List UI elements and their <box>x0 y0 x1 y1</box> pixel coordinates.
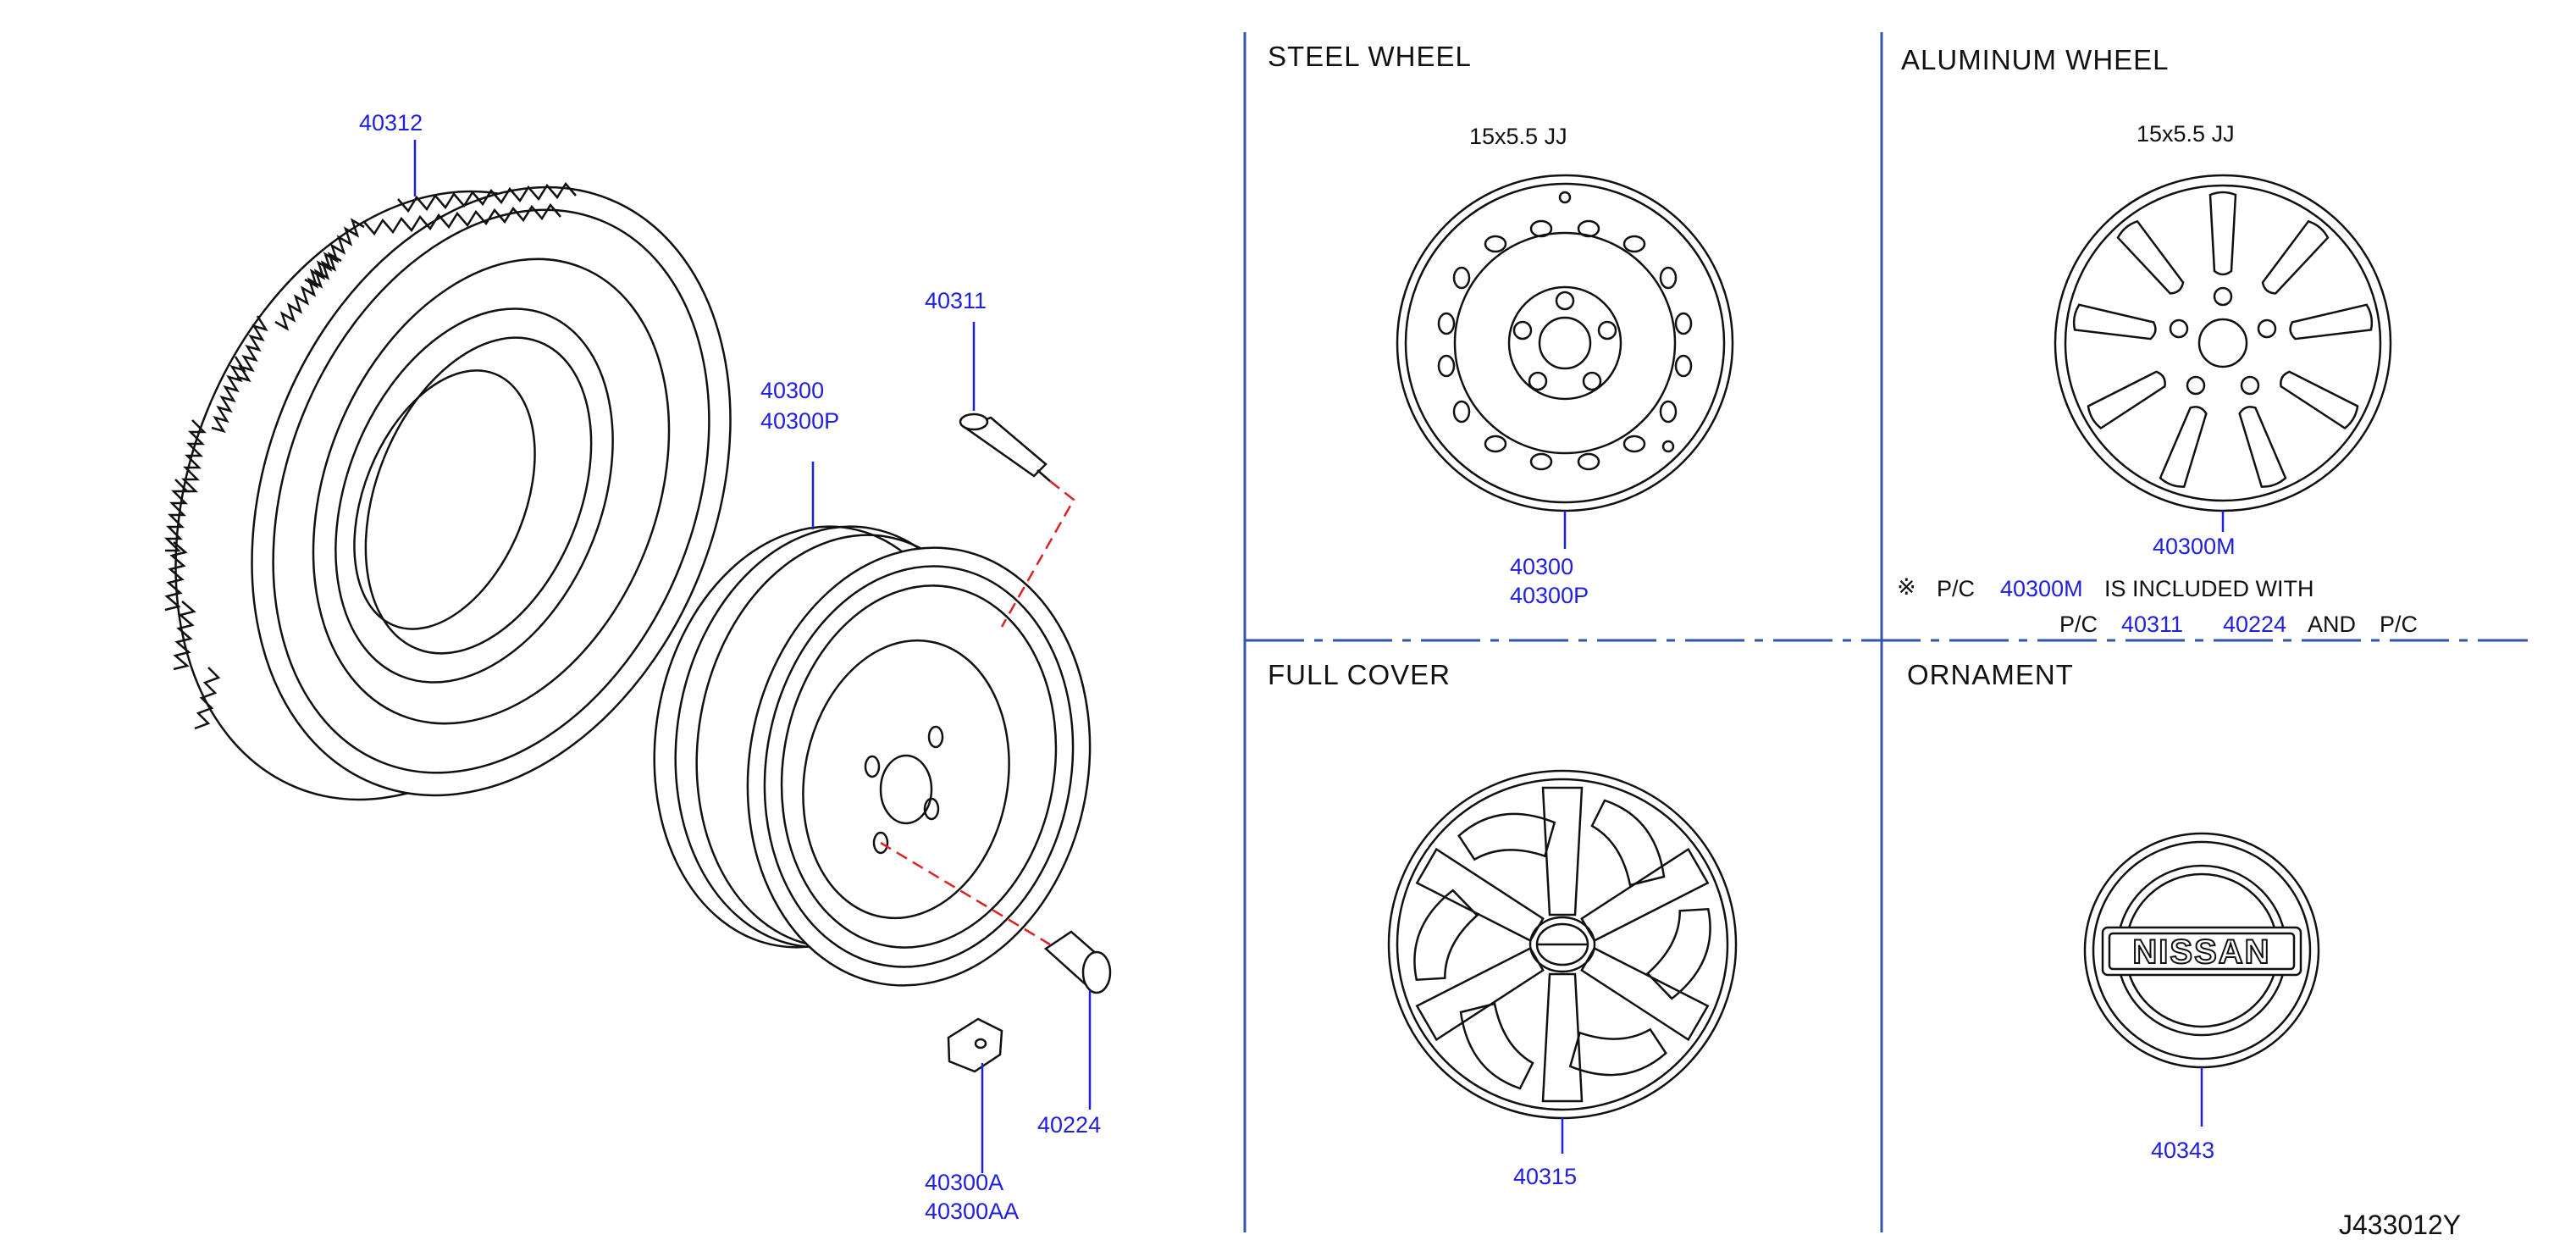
callout-tire: 40312 <box>359 110 423 136</box>
callout-full-cover: 40315 <box>1513 1164 1578 1189</box>
callout-aluminum-wheel: 40300M <box>2153 534 2236 559</box>
note-line2-valve: 40311 <box>2121 612 2184 637</box>
valve-stem-drawing <box>959 413 1051 482</box>
note-line1-rest: IS INCLUDED WITH <box>2104 576 2314 601</box>
callout-nut: 40224 <box>1037 1112 1102 1138</box>
steel-wheel-drawing <box>1396 174 1734 512</box>
steel-wheel-size: 15x5.5 JJ <box>1469 124 1567 149</box>
full-cover-drawing <box>1387 769 1738 1120</box>
note-line2-and: AND <box>2308 612 2357 637</box>
aluminum-wheel-size: 15x5.5 JJ <box>2137 121 2235 147</box>
aluminum-wheel-drawing <box>2054 174 2392 512</box>
callout-valve: 40311 <box>925 288 987 313</box>
section-title-steel-wheel: STEEL WHEEL <box>1268 41 1472 72</box>
section-title-full-cover: FULL COVER <box>1268 659 1451 690</box>
wheel-nut-drawing <box>1043 930 1112 994</box>
ornament-logo-text: NISSAN <box>2132 933 2270 971</box>
wheel-drawing <box>653 525 1092 987</box>
balance-weight-drawing <box>947 1017 1003 1073</box>
note-mark: ※ <box>1897 574 1916 600</box>
callout-steel-wheel-a: 40300 <box>1510 554 1574 579</box>
tire-drawing <box>163 181 732 801</box>
panel-dividers <box>1243 32 2528 1232</box>
note-line2-pc-a: P/C <box>2059 612 2098 637</box>
callout-weight-a: 40300A <box>925 1170 1004 1195</box>
callout-wheel-a: 40300 <box>760 378 825 403</box>
callout-steel-wheel-b: 40300P <box>1510 583 1589 608</box>
callout-ornament: 40343 <box>2151 1138 2215 1163</box>
callout-wheel-b: 40300P <box>760 408 840 434</box>
diagram-code: J433012Y <box>2339 1210 2462 1240</box>
note-pc-number: 40300M <box>2000 576 2083 601</box>
section-title-aluminum-wheel: ALUMINUM WHEEL <box>1901 44 2170 75</box>
note-line2-pc-b: P/C <box>2380 612 2418 637</box>
ornament-drawing <box>2083 832 2320 1069</box>
callout-weight-b: 40300AA <box>925 1199 1020 1224</box>
note-line2-nut: 40224 <box>2223 612 2287 637</box>
note-pc-label: P/C <box>1937 576 1976 601</box>
section-title-ornament: ORNAMENT <box>1907 659 2074 690</box>
